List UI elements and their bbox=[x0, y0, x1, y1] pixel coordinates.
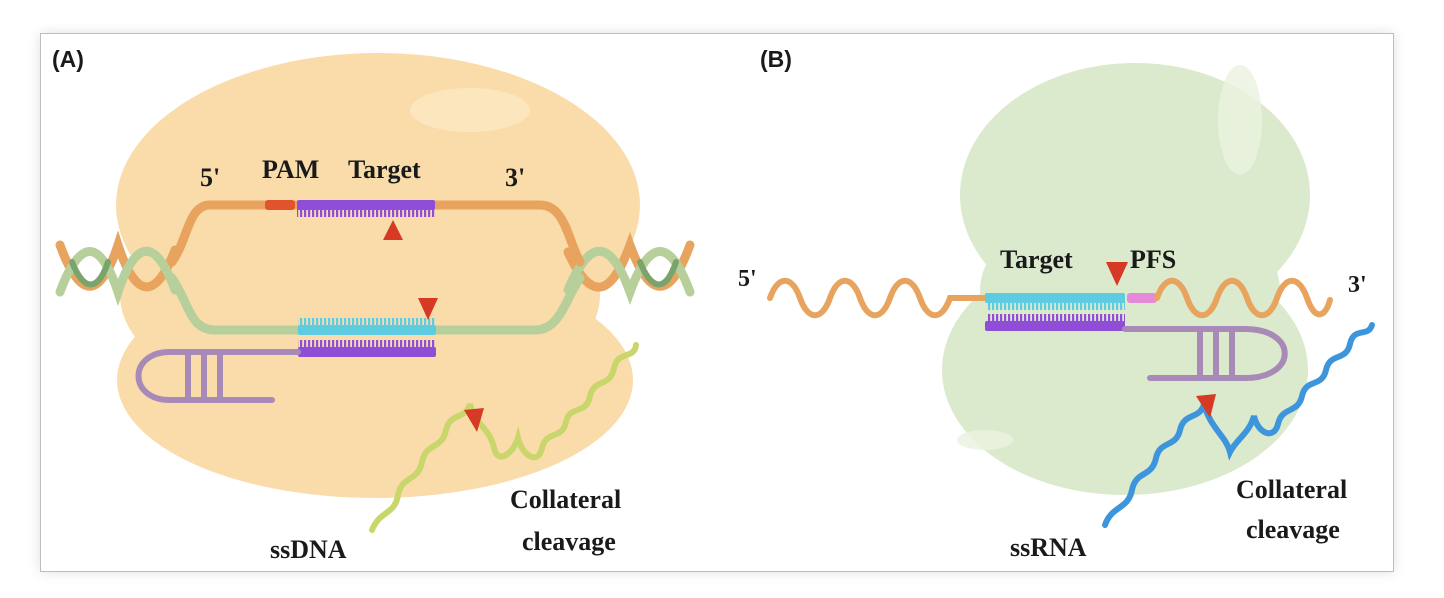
target-rna-right bbox=[1154, 277, 1333, 319]
target-cyan-teeth bbox=[987, 302, 1125, 310]
cas13-protein bbox=[942, 63, 1310, 495]
pam-label: PAM bbox=[262, 155, 319, 184]
crrna-hairpin bbox=[1122, 326, 1288, 381]
collateral-label: Collateral bbox=[510, 485, 621, 514]
target-cyan-strand bbox=[985, 293, 1125, 303]
target-cyan-teeth bbox=[298, 318, 436, 326]
ssrna-label: ssRNA bbox=[1010, 533, 1087, 562]
cut-site-icon bbox=[1106, 262, 1128, 286]
target-label: Target bbox=[1000, 245, 1073, 274]
crrna-hairpin bbox=[135, 349, 301, 403]
pfs-label: PFS bbox=[1130, 245, 1176, 274]
cut-site-icon bbox=[1196, 394, 1216, 418]
panel-b-label: (B) bbox=[760, 46, 792, 72]
target-rna-left bbox=[767, 277, 988, 319]
pfs-segment bbox=[1127, 293, 1157, 303]
panel-a-label: (A) bbox=[52, 46, 84, 72]
crrna-strand bbox=[985, 321, 1125, 331]
ssdna-strand bbox=[369, 342, 639, 533]
dna-helix-right bbox=[563, 231, 695, 305]
target-cyan-strand bbox=[298, 325, 436, 335]
pam-segment bbox=[265, 200, 295, 210]
crrna-strand bbox=[298, 347, 436, 357]
panel-a: (A) 5' PAM Target 3' Collateral cleavage… bbox=[52, 46, 695, 564]
target-label: Target bbox=[348, 155, 421, 184]
ssrna-strand bbox=[1102, 322, 1375, 528]
ssdna-label: ssDNA bbox=[270, 535, 347, 564]
five-prime-label: 5' bbox=[200, 163, 220, 192]
cut-site-icon bbox=[418, 298, 438, 320]
cut-site-icon bbox=[383, 220, 403, 240]
cleavage-label: cleavage bbox=[522, 527, 616, 556]
target-top-teeth bbox=[297, 209, 435, 217]
panel-b: (B) 5' Target PFS 3' Collateral cleavage… bbox=[738, 46, 1375, 562]
crrna-teeth bbox=[298, 340, 436, 348]
five-prime-label: 5' bbox=[738, 266, 757, 292]
three-prime-label: 3' bbox=[505, 163, 525, 192]
dna-helix-left bbox=[55, 230, 180, 307]
three-prime-label: 3' bbox=[1348, 272, 1367, 298]
crrna-teeth bbox=[987, 314, 1125, 322]
cleavage-label: cleavage bbox=[1246, 515, 1340, 544]
collateral-label: Collateral bbox=[1236, 475, 1347, 504]
target-top-strand bbox=[297, 200, 435, 210]
cut-site-icon bbox=[464, 408, 484, 432]
